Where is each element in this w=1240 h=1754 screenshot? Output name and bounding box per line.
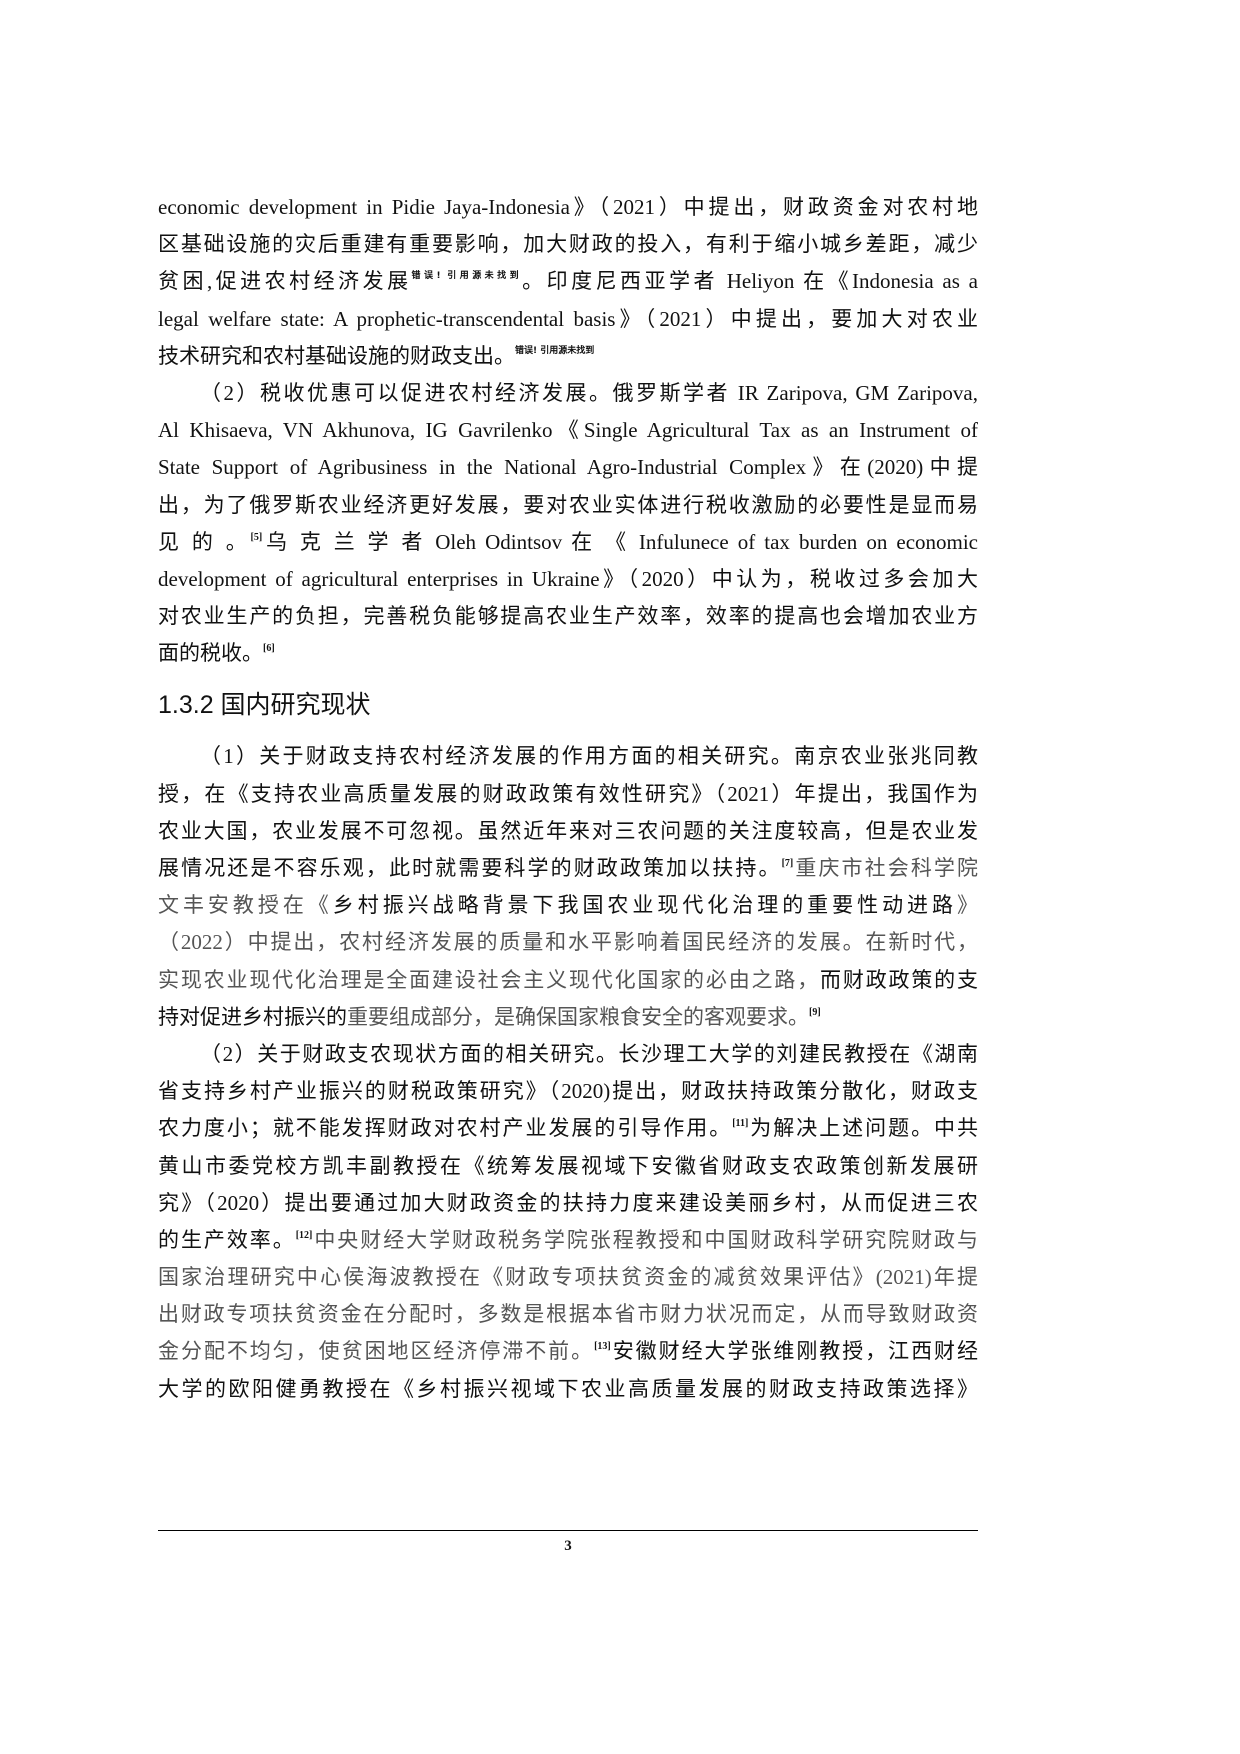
citation-marker: [13]	[594, 1341, 611, 1353]
text-run: 面的税收。	[158, 641, 263, 666]
citation-marker: [12]	[295, 1229, 313, 1241]
text-run: 对农业生产的负担，完善税负能够提高农业生产效率，效率的提高也会增加农业方	[158, 604, 978, 629]
text-run: State Support of Agribusiness in the Nat…	[158, 455, 978, 480]
citation-marker: [5]	[250, 531, 263, 543]
text-line: 面的税收。[6]	[158, 635, 978, 672]
text-run: 重庆市社会科学院	[793, 856, 979, 880]
text-run: 重要组成部分，是确保国家粮食安全的客观要求。	[347, 1004, 809, 1029]
text-line: 农业大国，农业发展不可忽视。虽然近年来对三农问题的关注度较高，但是农业发	[158, 813, 978, 850]
domestic-research-paragraphs: （1）关于财政支持农村经济发展的作用方面的相关研究。南京农业张兆同教授，在《支持…	[158, 738, 978, 1407]
text-run: 省支持乡村产业振兴的财税政策研究》（2020)提出，财政扶持政策分散化，财政支	[158, 1079, 978, 1104]
text-run: 农力度小；就不能发挥财政对农村产业发展的引导作用。	[158, 1116, 733, 1141]
text-run: 乡村振兴战略背景下我国农业现代化治理的重要性动进路	[332, 893, 957, 918]
text-line: 国家治理研究中心侯海波教授在《财政专项扶贫资金的减贫效果评估》(2021)年提	[158, 1259, 978, 1296]
citation-marker: [9]	[809, 1006, 821, 1018]
text-line: 区基础设施的灾后重建有重要影响，加大财政的投入，有利于缩小城乡差距，减少	[158, 226, 978, 263]
text-run: 黄山市委党校方凯丰副教授在《统筹发展视域下安徽省财政支农政策创新发展研	[158, 1153, 978, 1178]
text-run: 中央财经大学财政税务学院张程教授和中国财政科学研究院财政与	[312, 1227, 979, 1252]
text-line: 持对促进乡村振兴的重要组成部分，是确保国家粮食安全的客观要求。[9]	[158, 999, 978, 1036]
text-run: （2022）中提出，农村经济发展的质量和水平影响着国民经济的发展。在新时代，	[158, 930, 978, 955]
text-run: economic development in Pidie Jaya-Indon…	[158, 195, 978, 219]
text-line: legal welfare state: A prophetic-transce…	[158, 301, 978, 338]
text-run: 见 的 。	[158, 529, 251, 554]
text-run: 大学的欧阳健勇教授在《乡村振兴视域下农业高质量发展的财政支持政策选择》	[158, 1376, 978, 1401]
text-run: 展情况还是不容乐观，此时就需要科学的财政政策加以扶持。	[158, 856, 782, 880]
text-line: Al Khisaeva, VN Akhunova, IG Gavrilenko《…	[158, 412, 978, 449]
text-run: 农业大国，农业发展不可忽视。虽然近年来对三农问题的关注度较高，但是农业发	[158, 818, 978, 843]
text-run: 出财政专项扶贫资金在分配时，多数是根据本省市财力状况而定，从而导致财政资	[158, 1302, 978, 1327]
text-run: （2）关于财政支农现状方面的相关研究。长沙理工大学的刘建民教授在《湖南	[200, 1041, 978, 1066]
text-run: 而财政政策的支	[820, 967, 979, 992]
text-line: 省支持乡村产业振兴的财税政策研究》（2020)提出，财政扶持政策分散化，财政支	[158, 1073, 978, 1110]
text-line: development of agricultural enterprises …	[158, 561, 978, 598]
text-run: 授，在《支持农业高质量发展的财政政策有效性研究》（2021）年提出，我国作为	[158, 781, 978, 806]
text-run: 持对促进乡村振兴的	[158, 1004, 347, 1029]
text-run: Al Khisaeva, VN Akhunova, IG Gavrilenko《…	[158, 418, 978, 443]
text-run: 贫困,促进农村经济发展	[158, 269, 412, 294]
text-line: （2）关于财政支农现状方面的相关研究。长沙理工大学的刘建民教授在《湖南	[158, 1036, 978, 1073]
text-run: 国家治理研究中心侯海波教授在《财政专项扶贫资金的减贫效果评估》(2021)年提	[158, 1265, 978, 1290]
text-run: 安徽财经大学张维刚教授，江西财经	[610, 1339, 978, 1364]
text-run: 》	[957, 893, 978, 918]
text-line: （2022）中提出，农村经济发展的质量和水平影响着国民经济的发展。在新时代，	[158, 924, 978, 961]
body-text: economic development in Pidie Jaya-Indon…	[158, 189, 978, 1408]
citation-marker: [6]	[263, 643, 275, 655]
text-line: 究》（2020）提出要通过加大财政资金的扶持力度来建设美丽乡村，从而促进三农	[158, 1185, 978, 1222]
text-line: 黄山市委党校方凯丰副教授在《统筹发展视域下安徽省财政支农政策创新发展研	[158, 1148, 978, 1185]
text-run: 区基础设施的灾后重建有重要影响，加大财政的投入，有利于缩小城乡差距，减少	[158, 232, 978, 257]
international-research-paragraphs: economic development in Pidie Jaya-Indon…	[158, 189, 978, 672]
text-run: 文丰安教授在《	[158, 893, 333, 918]
text-line: 的生产效率。[12]中央财经大学财政税务学院张程教授和中国财政科学研究院财政与	[158, 1222, 978, 1259]
footer-divider	[158, 1530, 978, 1531]
text-line: 授，在《支持农业高质量发展的财政政策有效性研究》（2021）年提出，我国作为	[158, 776, 978, 813]
text-line: 出，为了俄罗斯农业经济更好发展，要对农业实体进行税收激励的必要性是显而易	[158, 487, 978, 524]
text-run: 究》（2020）提出要通过加大财政资金的扶持力度来建设美丽乡村，从而促进三农	[158, 1190, 978, 1215]
citation-marker: [7]	[781, 858, 794, 869]
broken-reference-marker: 错误! 引用源未找到	[515, 345, 595, 356]
broken-reference-marker: 错误! 引用源未找到	[411, 271, 523, 282]
text-line: 出财政专项扶贫资金在分配时，多数是根据本省市财力状况而定，从而导致财政资	[158, 1296, 978, 1333]
text-line: 展情况还是不容乐观，此时就需要科学的财政政策加以扶持。[7]重庆市社会科学院	[158, 850, 978, 887]
text-run: （1）关于财政支持农村经济发展的作用方面的相关研究。南京农业张兆同教	[200, 744, 978, 769]
text-line: 技术研究和农村基础设施的财政支出。错误! 引用源未找到	[158, 338, 978, 375]
text-line: economic development in Pidie Jaya-Indon…	[158, 189, 978, 226]
page-number: 3	[564, 1538, 572, 1554]
text-run: （2）税收优惠可以促进农村经济发展。俄罗斯学者 IR Zaripova, GM …	[200, 380, 978, 405]
text-line: 文丰安教授在《乡村振兴战略背景下我国农业现代化治理的重要性动进路》	[158, 887, 978, 924]
text-line: 见 的 。[5]乌 克 兰 学 者 Oleh Odintsov 在 《 Infu…	[158, 524, 978, 561]
section-heading: 1.3.2 国内研究现状	[158, 691, 371, 720]
text-run: development of agricultural enterprises …	[158, 566, 978, 591]
text-line: 大学的欧阳健勇教授在《乡村振兴视域下农业高质量发展的财政支持政策选择》	[158, 1371, 978, 1408]
text-line: （2）税收优惠可以促进农村经济发展。俄罗斯学者 IR Zaripova, GM …	[158, 375, 978, 412]
text-run: 乌 克 兰 学 者 Oleh Odintsov 在 《 Infulunece o…	[262, 529, 978, 554]
text-run: 技术研究和农村基础设施的财政支出。	[158, 343, 515, 368]
text-run: 为解决上述问题。中共	[748, 1116, 979, 1141]
text-run: 。印度尼西亚学者 Heliyon 在《Indonesia as a	[522, 269, 978, 294]
text-line: 对农业生产的负担，完善税负能够提高农业生产效率，效率的提高也会增加农业方	[158, 598, 978, 635]
text-run: 出，为了俄罗斯农业经济更好发展，要对农业实体进行税收激励的必要性是显而易	[158, 492, 978, 517]
text-run: legal welfare state: A prophetic-transce…	[158, 306, 978, 331]
text-run: 实现农业现代化治理是全面建设社会主义现代化国家的必由之路，	[158, 967, 821, 992]
citation-marker: [11]	[732, 1118, 749, 1130]
text-run: 的生产效率。	[158, 1227, 296, 1252]
text-line: State Support of Agribusiness in the Nat…	[158, 449, 978, 486]
text-line: 贫困,促进农村经济发展错误! 引用源未找到。印度尼西亚学者 Heliyon 在《…	[158, 263, 978, 300]
text-line: 农力度小；就不能发挥财政对农村产业发展的引导作用。[11]为解决上述问题。中共	[158, 1110, 978, 1147]
text-line: 金分配不均匀，使贫困地区经济停滞不前。[13]安徽财经大学张维刚教授，江西财经	[158, 1333, 978, 1370]
text-line: （1）关于财政支持农村经济发展的作用方面的相关研究。南京农业张兆同教	[158, 738, 978, 775]
text-line: 实现农业现代化治理是全面建设社会主义现代化国家的必由之路，而财政政策的支	[158, 962, 978, 999]
text-run: 金分配不均匀，使贫困地区经济停滞不前。	[158, 1339, 595, 1364]
